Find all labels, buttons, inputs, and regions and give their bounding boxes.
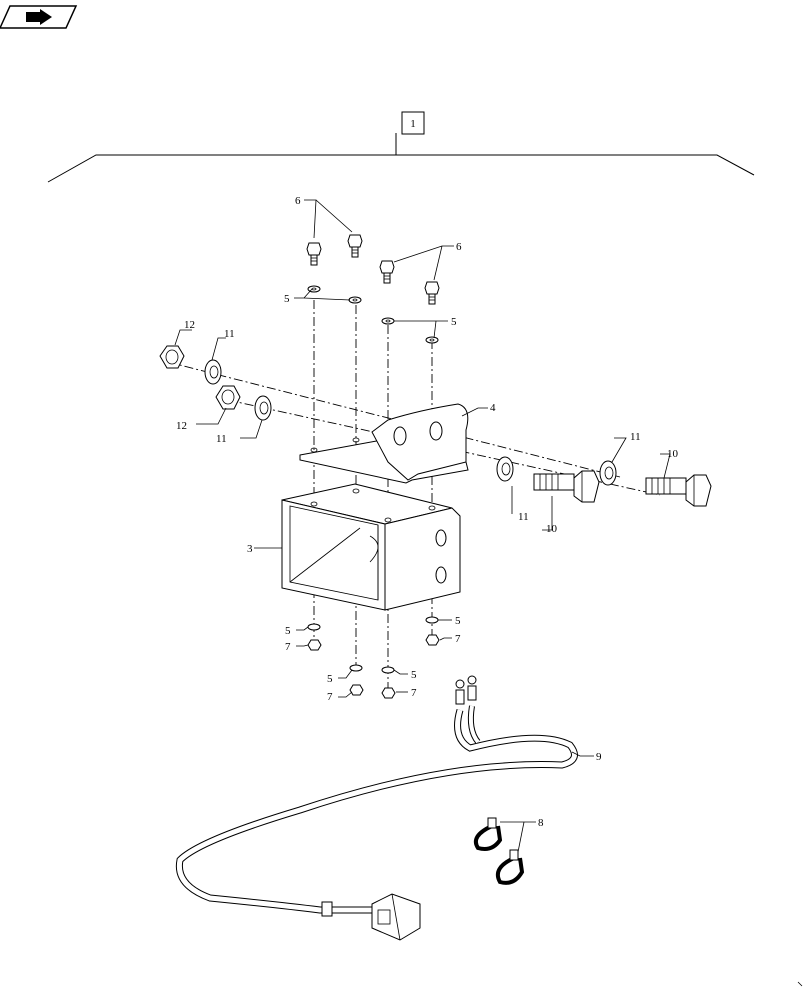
washer-11-b — [254, 395, 272, 421]
callout-6: 6 — [295, 195, 301, 207]
bracket-plate-4 — [299, 403, 469, 484]
box-bracket-3 — [281, 483, 461, 611]
callout-11: 11 — [216, 433, 227, 445]
callout-9: 9 — [596, 751, 602, 763]
bolt-10-b — [645, 474, 712, 507]
washer-11-a — [204, 359, 222, 385]
bolt-10-a — [533, 470, 600, 503]
callout-4: 4 — [490, 402, 496, 414]
callout-5: 5 — [451, 316, 457, 328]
callout-numbers: 6 6 5 5 12 11 12 11 4 11 10 11 10 3 5 7 … — [176, 195, 679, 829]
bolt-6-d — [424, 281, 440, 305]
callout-12: 12 — [184, 319, 195, 331]
callout-7: 7 — [455, 633, 461, 645]
callout-10: 10 — [546, 523, 558, 535]
callout-5: 5 — [327, 673, 333, 685]
washers-5-bottom — [307, 616, 439, 674]
callout-7: 7 — [285, 641, 291, 653]
back-arrow-icon[interactable] — [0, 5, 78, 29]
callout-6: 6 — [456, 241, 462, 253]
clip-8-b — [495, 849, 525, 885]
assembly-number: 1 — [410, 118, 416, 130]
callout-5: 5 — [284, 293, 290, 305]
washers-5-top — [307, 285, 439, 344]
callout-5: 5 — [285, 625, 291, 637]
callout-5: 5 — [411, 669, 417, 681]
callout-3: 3 — [247, 543, 253, 555]
washer-11-c — [496, 456, 514, 482]
callout-7: 7 — [327, 691, 333, 703]
callout-11: 11 — [630, 431, 641, 443]
nuts-7 — [307, 634, 440, 699]
assembly-bracket: 1 — [47, 111, 755, 183]
bolt-6-a — [306, 242, 322, 266]
corner-mark — [797, 981, 803, 987]
callout-8: 8 — [538, 817, 544, 829]
bolt-6-c — [379, 260, 395, 284]
leader-lines — [174, 199, 671, 853]
washer-11-d — [599, 460, 617, 486]
callout-7: 7 — [411, 687, 417, 699]
callout-11: 11 — [518, 511, 529, 523]
nut-12-b — [215, 385, 241, 410]
callout-12: 12 — [176, 420, 187, 432]
callout-10: 10 — [667, 448, 679, 460]
bolt-6-b — [347, 234, 363, 258]
nut-12-a — [159, 345, 185, 369]
clip-8-a — [473, 817, 503, 851]
wire-harness-9 — [175, 675, 578, 941]
callout-5: 5 — [455, 615, 461, 627]
callout-11: 11 — [224, 328, 235, 340]
